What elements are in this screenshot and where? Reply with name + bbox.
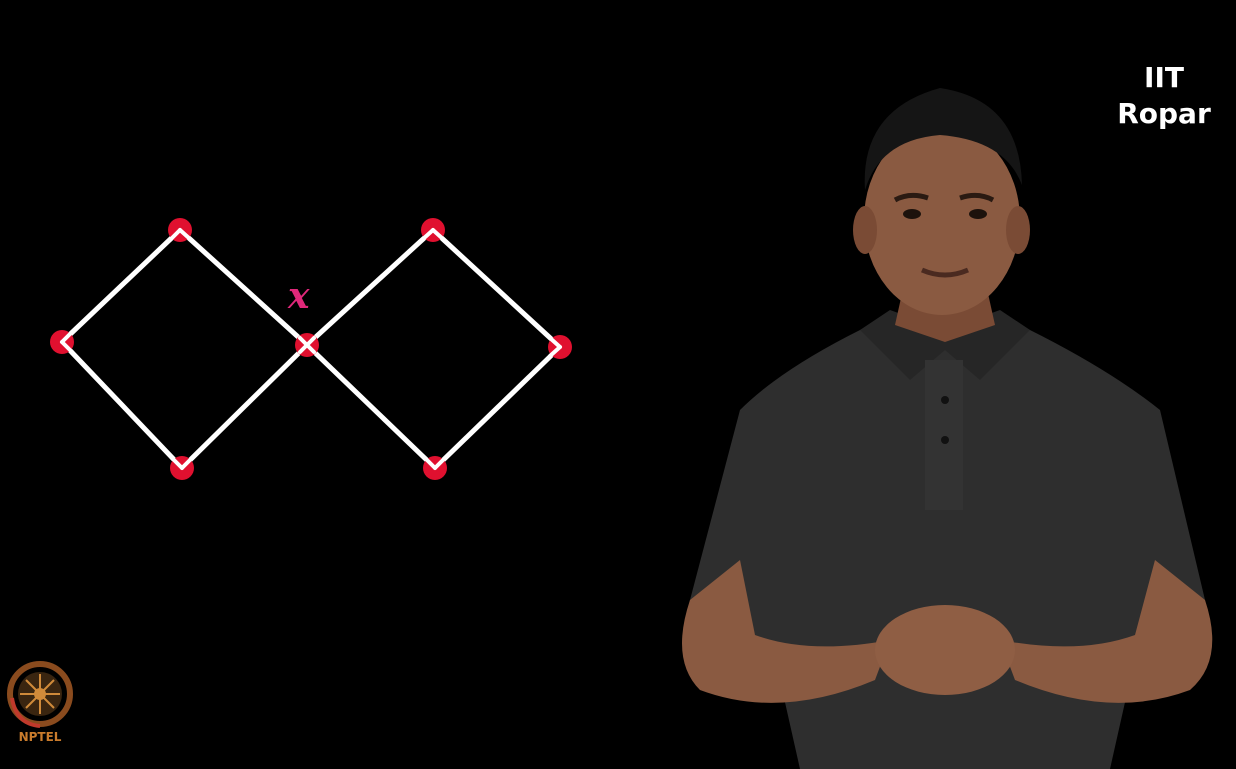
graph-edge: [304, 227, 436, 348]
presenter-hair: [864, 88, 1022, 190]
graph-edges: [59, 227, 563, 471]
graph-edge: [430, 227, 563, 350]
nptel-logo: NPTEL: [6, 658, 74, 750]
graph-edge: [59, 227, 183, 345]
presenter-head: [864, 125, 1020, 315]
brand-line-2: Ropar: [1117, 97, 1211, 130]
graph-edge: [59, 339, 185, 471]
brand-line-1: IIT: [1144, 61, 1184, 94]
presenter-arm-left: [682, 560, 890, 703]
nptel-emblem-icon: [7, 661, 73, 728]
graph-edge: [177, 227, 310, 348]
graph-edge: [179, 342, 310, 471]
institute-brand: IIT Ropar: [1104, 60, 1224, 132]
presenter-hands: [875, 605, 1015, 695]
graph-edge: [304, 342, 438, 471]
edge-overlay: [60, 228, 562, 470]
nptel-label: NPTEL: [18, 730, 62, 744]
presenter-arm-right: [1000, 560, 1213, 703]
graph-edge: [432, 344, 563, 471]
vertex-label-x: x: [287, 275, 310, 317]
presenter-figure: [682, 88, 1213, 769]
graph-diagram: x: [50, 218, 572, 480]
